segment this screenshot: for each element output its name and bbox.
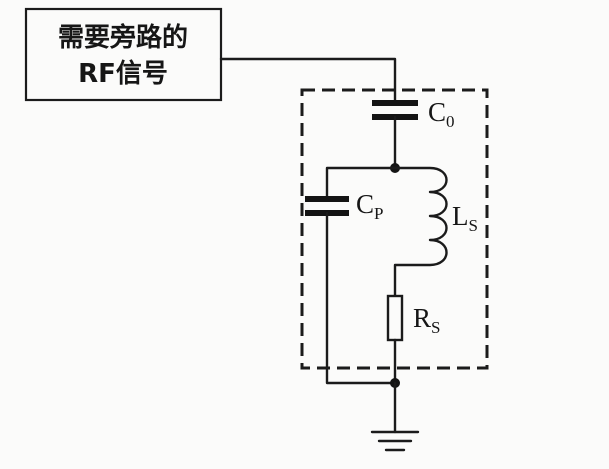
- ls-label: LS: [452, 201, 478, 235]
- source-box: [24, 7, 223, 102]
- rs-label: RS: [413, 303, 440, 337]
- dashed-enclosure: [300, 88, 489, 370]
- ground-icon: [370, 430, 420, 452]
- cp-label: CP: [356, 189, 383, 223]
- input-wire: [219, 57, 397, 105]
- rs-resistor: [386, 294, 404, 342]
- c0-label: C0: [428, 97, 455, 131]
- ls-inductor: [393, 166, 448, 298]
- cp-bottom-wire: [325, 211, 397, 385]
- cp-top-wire: [325, 166, 397, 201]
- source-box-line1: 需要旁路的: [58, 22, 188, 53]
- source-box-line2: RF信号: [78, 59, 168, 89]
